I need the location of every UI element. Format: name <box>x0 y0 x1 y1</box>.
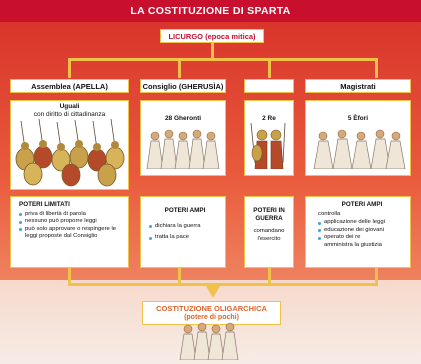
list-item: nessuno può proporre leggi <box>19 218 124 226</box>
powers-box-re: POTERI IN GUERRA comandano l'esercito <box>244 196 294 268</box>
connector-line <box>68 58 377 61</box>
elders-illustration <box>146 129 220 169</box>
caption: 28 Gheronti <box>164 115 202 122</box>
result-subtitle: (potere di pochi) <box>184 314 239 321</box>
connector-line <box>68 58 71 78</box>
list-item: priva di libertà di parola <box>19 211 124 219</box>
page-title: LA COSTITUZIONE DI SPARTA <box>0 0 421 22</box>
header-magistrati: Magistrati <box>305 79 411 93</box>
caption: 2 Re <box>262 115 276 122</box>
list-item: può solo approvare o respingere le leggi… <box>19 226 124 241</box>
powers-title: POTERI LIMITATI <box>19 201 70 208</box>
oligarchs-illustration <box>179 322 239 360</box>
connector-line <box>68 268 71 285</box>
connector-line <box>375 268 378 285</box>
powers-title: POTERI IN GUERRA <box>253 207 285 222</box>
powers-title: POTERI AMPI <box>164 207 206 214</box>
powers-box-assemblea: POTERI LIMITATI priva di libertà di paro… <box>10 196 129 268</box>
powers-box-consiglio: POTERI AMPI dichiara la guerra tratta la… <box>140 196 226 268</box>
connector-line <box>211 43 214 60</box>
connector-line <box>268 268 271 285</box>
list-item: dichiara la guerra <box>149 223 221 231</box>
list-item: applicazione delle leggi <box>318 219 406 227</box>
powers-box-magistrati: POTERI AMPI controlla applicazione delle… <box>305 196 411 268</box>
kings-illustration <box>250 123 286 169</box>
hoplites-illustration <box>15 119 125 187</box>
image-box-consiglio: 28 Gheronti <box>140 100 226 176</box>
powers-title: POTERI AMPI <box>341 201 383 208</box>
list-item: operato dei re <box>318 234 406 242</box>
list-item: comandano l'esercito <box>253 228 285 242</box>
arrow-down-icon <box>206 286 220 298</box>
extra-text: amministra la giustizia <box>324 241 382 248</box>
image-box-magistrati: 5 Èfori <box>305 100 411 176</box>
caption: con diritto di cittadinanza <box>33 111 106 118</box>
list-item: tratta la pace <box>149 234 221 242</box>
caption-bold: Uguali <box>59 103 80 110</box>
connector-line <box>178 58 181 78</box>
image-box-assemblea: Uguali con diritto di cittadinanza <box>10 100 129 190</box>
header-re <box>244 79 294 93</box>
result-title: COSTITUZIONE OLIGARCHICA <box>156 304 267 313</box>
connector-line <box>268 58 271 78</box>
source-box: LICURGO (epoca mitica) <box>160 29 264 43</box>
intro-text: controlla <box>318 210 341 217</box>
connector-line <box>178 268 181 285</box>
image-box-re: 2 Re <box>244 100 294 176</box>
result-box: COSTITUZIONE OLIGARCHICA (potere di poch… <box>142 301 281 325</box>
header-assemblea: Assemblea (APELLA) <box>10 79 129 93</box>
connector-line <box>68 283 378 286</box>
header-consiglio: Consiglio (GHERUSÌA) <box>140 79 226 93</box>
list-item: educazione dei giovani <box>318 227 406 235</box>
connector-line <box>375 58 378 78</box>
caption: 5 Èfori <box>347 115 369 122</box>
ephors-illustration <box>313 129 406 169</box>
